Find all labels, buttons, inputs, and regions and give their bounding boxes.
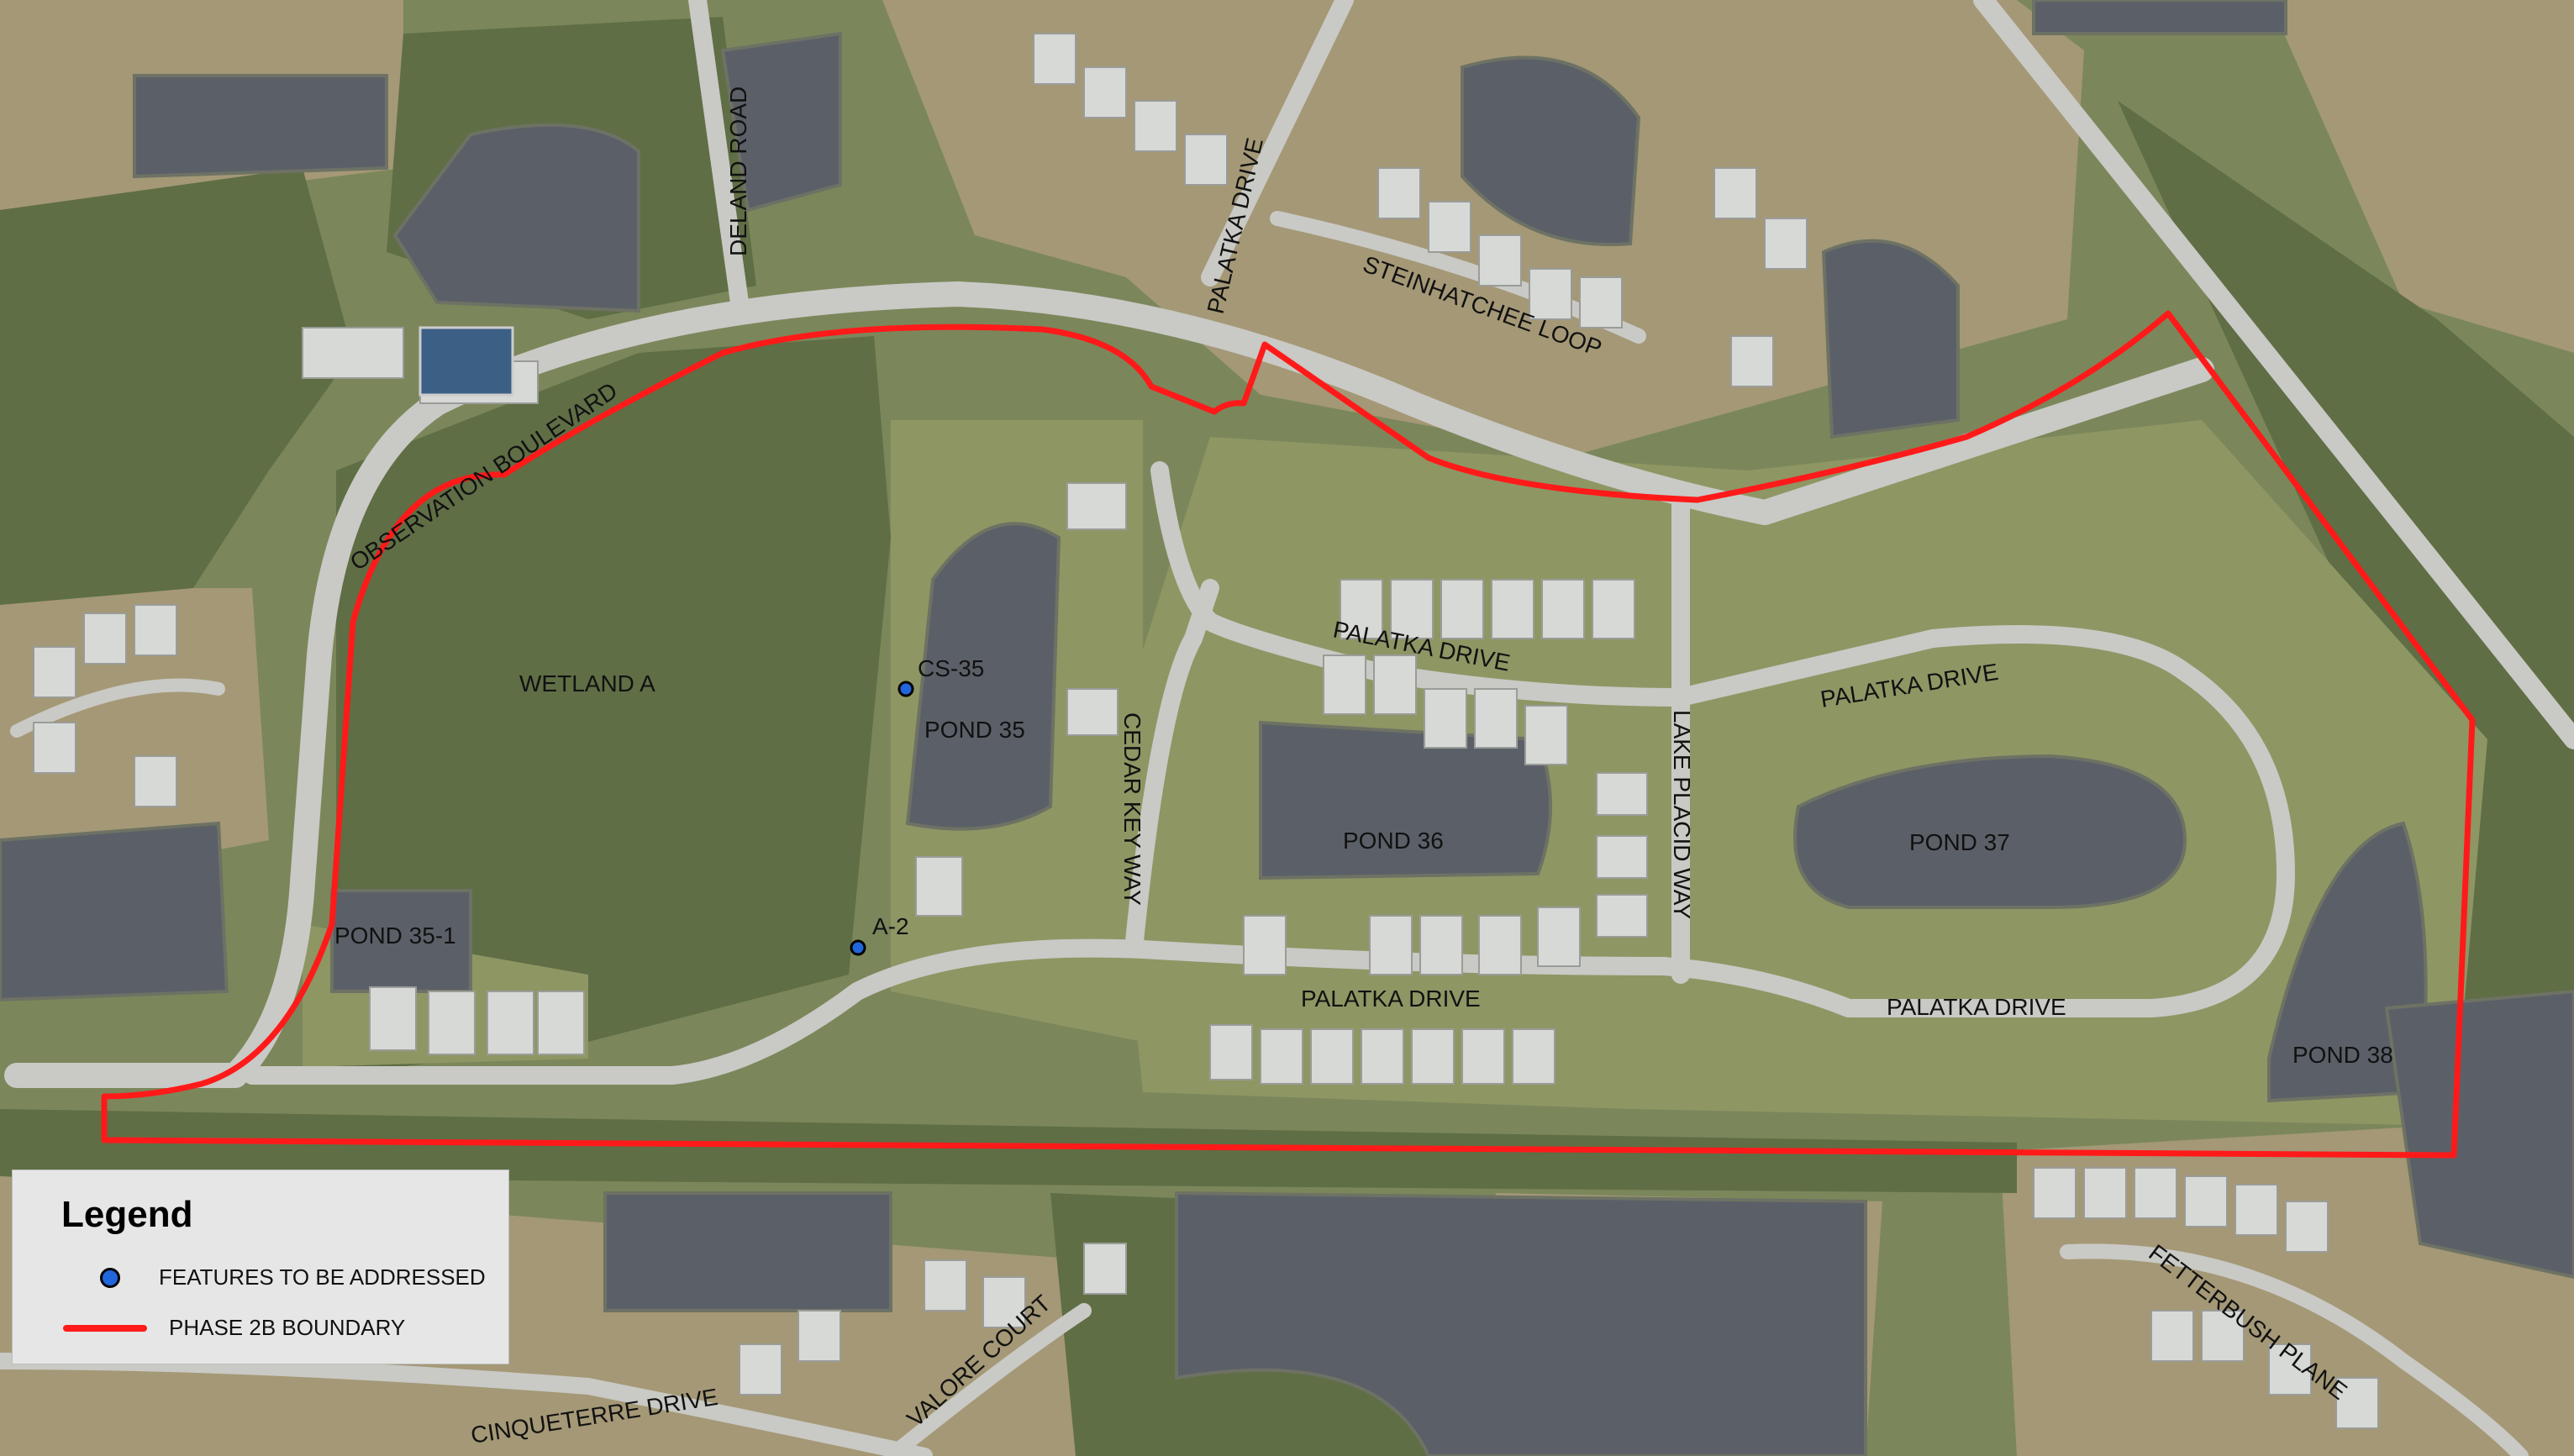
label-pond-35: POND 35: [924, 717, 1025, 743]
legend-item-boundary: PHASE 2B BOUNDARY: [63, 1315, 405, 1341]
label-pond-38: POND 38: [2292, 1042, 2393, 1068]
feature-point-cs35: [897, 681, 914, 697]
tennis-courts: [418, 326, 514, 397]
label-pond-35-1: POND 35-1: [334, 922, 456, 949]
label-pond-36: POND 36: [1343, 828, 1444, 854]
legend-item-label: FEATURES TO BE ADDRESSED: [159, 1264, 486, 1290]
legend: Legend FEATURES TO BE ADDRESSED PHASE 2B…: [12, 1170, 509, 1364]
observation-boulevard-road: [4, 281, 2214, 1088]
boundary-line-symbol: [63, 1324, 147, 1332]
phase-2b-boundary: [101, 310, 2476, 1159]
feature-point-a2: [850, 939, 866, 956]
label-pond-37: POND 37: [1909, 829, 2010, 855]
label-lake-placid-way: LAKE PLACID WAY: [1669, 710, 1695, 919]
label-wetland-a: WETLAND A: [519, 670, 655, 696]
pond-37-water: [1793, 754, 2187, 909]
legend-title: Legend: [61, 1194, 193, 1235]
legend-item-features: FEATURES TO BE ADDRESSED: [63, 1264, 486, 1290]
feature-point-symbol: [100, 1267, 120, 1288]
label-deland-road: DELAND ROAD: [725, 87, 751, 256]
houses: [33, 33, 2379, 1429]
label-feature-a2: A-2: [872, 913, 909, 939]
label-feature-cs35: CS-35: [918, 655, 984, 681]
label-palatka-drive-south-east: PALATKA DRIVE: [1887, 994, 2066, 1020]
legend-item-label: PHASE 2B BOUNDARY: [169, 1315, 406, 1340]
label-palatka-drive-south-west: PALATKA DRIVE: [1301, 986, 1481, 1012]
pond-35-water: [905, 522, 1061, 831]
label-cedar-key-way: CEDAR KEY WAY: [1119, 712, 1145, 906]
